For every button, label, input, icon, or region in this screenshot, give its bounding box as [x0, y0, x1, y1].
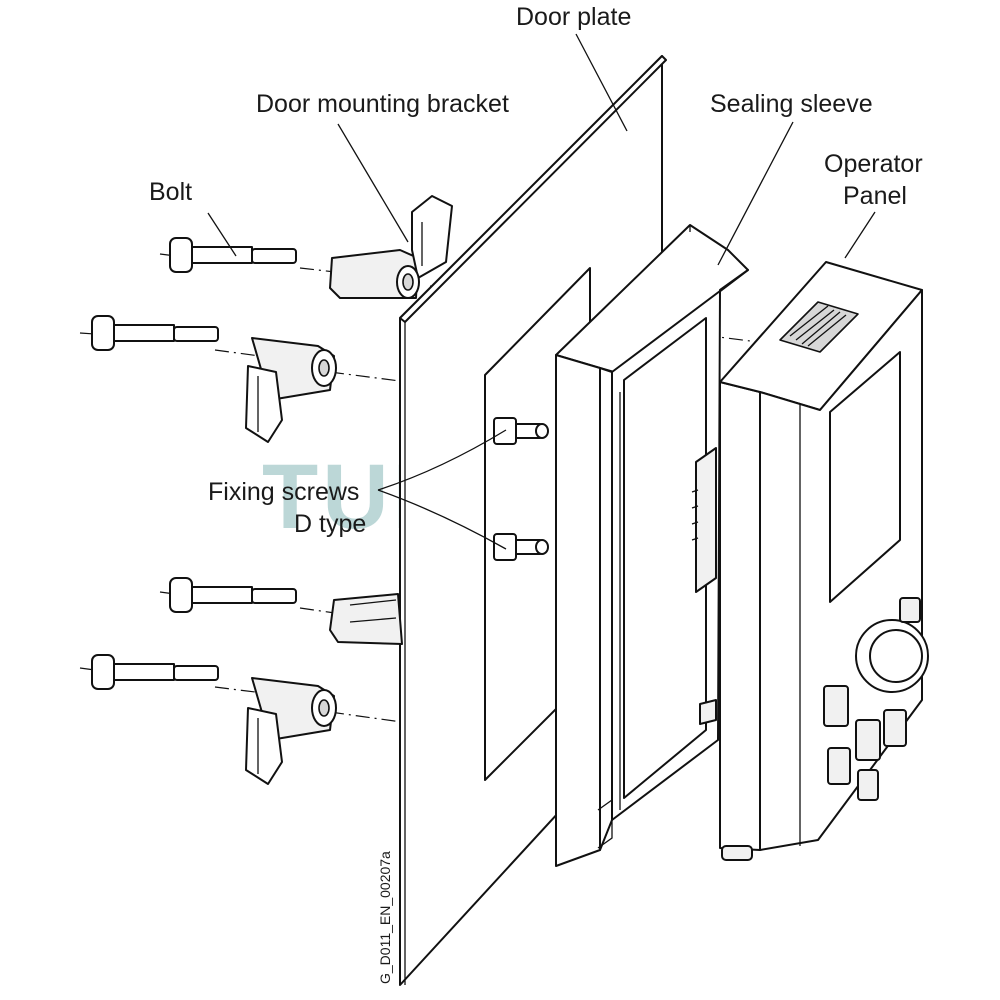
fixing-screw-lower	[493, 533, 549, 561]
label-bolt: Bolt	[149, 178, 192, 206]
bolt-3	[169, 577, 297, 613]
operator-panel-button	[899, 597, 921, 623]
bolt-2	[91, 315, 219, 351]
figure-code: G_D011_EN_00207a	[377, 851, 393, 984]
label-sealing-sleeve: Sealing sleeve	[710, 90, 873, 118]
label-operator-panel-line1: Operator	[824, 150, 923, 178]
bolt-1	[169, 237, 297, 273]
door-mounting-bracket-2	[245, 337, 337, 443]
operator-panel-button	[827, 747, 851, 785]
label-fixing-screws-line2: D type	[294, 510, 366, 538]
leader-lines	[207, 33, 876, 550]
operator-panel-button	[883, 709, 907, 747]
operator-panel-foot	[721, 845, 753, 861]
operator-panel-vent	[779, 301, 859, 353]
door-mounting-bracket-4	[245, 677, 337, 785]
operator-panel	[719, 261, 929, 861]
sealing-sleeve	[555, 224, 749, 867]
operator-panel-button	[823, 685, 849, 727]
label-fixing-screws-line1: Fixing screws	[208, 478, 359, 506]
bolt-4	[91, 654, 219, 690]
door-mounting-bracket-1	[329, 195, 453, 299]
operator-panel-button	[855, 719, 881, 761]
operator-panel-button	[857, 769, 879, 801]
label-door-plate: Door plate	[516, 3, 631, 31]
operator-panel-display	[829, 351, 901, 603]
label-door-mounting-bracket: Door mounting bracket	[256, 90, 509, 118]
label-operator-panel-line2: Panel	[843, 182, 907, 210]
door-mounting-bracket-3	[329, 593, 403, 645]
